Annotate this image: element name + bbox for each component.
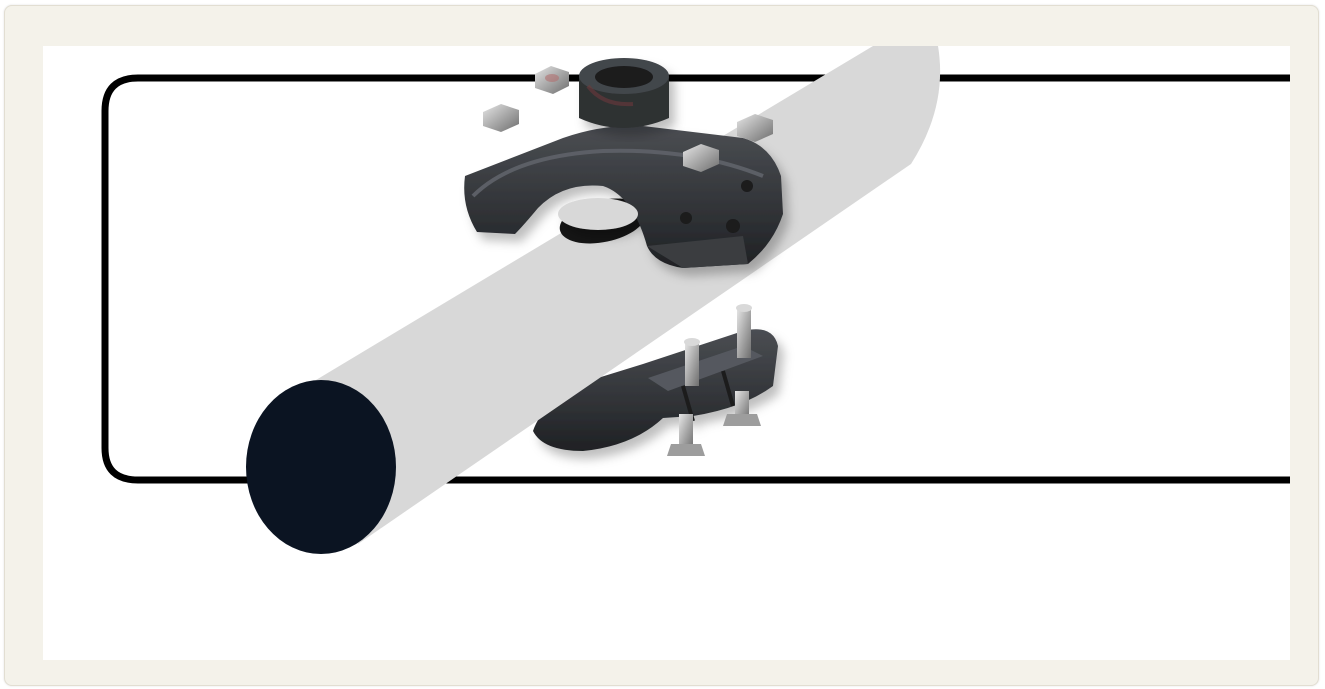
bolt-icon — [736, 304, 752, 358]
hex-nut-icon — [483, 104, 519, 132]
pipe-end — [246, 380, 396, 554]
pipe-saddle-illustration — [43, 46, 1290, 660]
bolt-icon — [667, 414, 705, 456]
bolt-icon — [684, 338, 700, 386]
threaded-outlet — [579, 58, 669, 128]
image-frame — [4, 5, 1319, 686]
hex-nut-icon — [535, 66, 569, 94]
illustration-canvas — [43, 46, 1290, 660]
